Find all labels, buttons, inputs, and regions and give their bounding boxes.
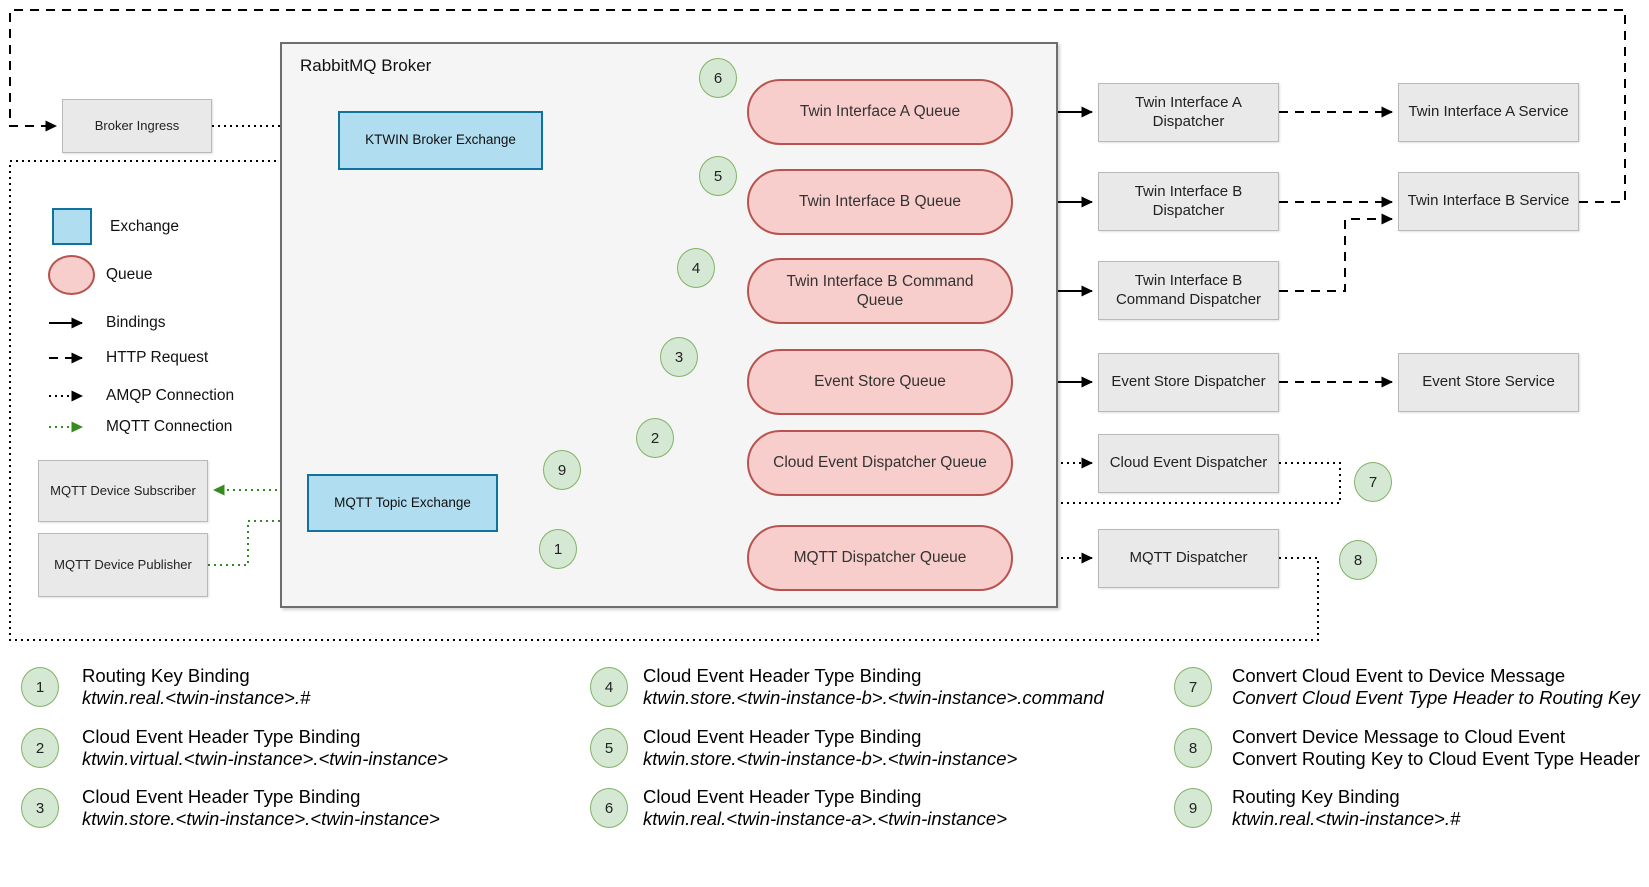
ktwin-broker-exchange-node: KTWIN Broker Exchange	[338, 111, 543, 170]
note-circle-3: 3	[21, 788, 59, 828]
queue-twin-interface-b-command: Twin Interface B Command Queue	[747, 258, 1013, 324]
mqtt-publisher-to-exchange	[208, 515, 302, 566]
note-8-title: Convert Device Message to Cloud Event	[1232, 726, 1566, 747]
queue-twin-interface-a: Twin Interface A Queue	[747, 79, 1013, 145]
dispatcher-cloud-event: Cloud Event Dispatcher	[1098, 434, 1279, 493]
legend-http-label: HTTP Request	[106, 349, 209, 366]
badge-6: 6	[699, 58, 737, 98]
note-1: Routing Key Binding ktwin.real.<twin-ins…	[82, 665, 310, 708]
legend-amqp-label: AMQP Connection	[106, 387, 235, 404]
note-9-title: Routing Key Binding	[1232, 786, 1400, 807]
dispatcher-event-store: Event Store Dispatcher	[1098, 353, 1279, 412]
http-b-command-dispatcher-to-service-b	[1279, 213, 1393, 292]
note-7: Convert Cloud Event to Device Message Co…	[1232, 665, 1640, 708]
note-circle-4: 4	[590, 667, 628, 707]
badge-7: 7	[1354, 462, 1392, 502]
badge-4: 4	[677, 248, 715, 288]
badge-9: 9	[543, 450, 581, 490]
broker-ingress-node: Broker Ingress	[62, 99, 212, 153]
note-circle-6: 6	[590, 788, 628, 828]
amqp-loop-mqtt-dispatcher-to-ktwin-exchange	[9, 155, 1319, 641]
legend-mqtt-label: MQTT Connection	[106, 418, 233, 435]
note-2-detail: ktwin.virtual.<twin-instance>.<twin-inst…	[82, 747, 449, 769]
note-6: Cloud Event Header Type Binding ktwin.re…	[643, 786, 1007, 829]
queue-twin-interface-b: Twin Interface B Queue	[747, 169, 1013, 235]
mqtt-device-subscriber-node: MQTT Device Subscriber	[38, 460, 208, 522]
note-circle-1: 1	[21, 667, 59, 707]
legend-exchange-label: Exchange	[110, 218, 179, 235]
badge-1: 1	[539, 529, 577, 569]
note-8-detail: Convert Routing Key to Cloud Event Type …	[1232, 747, 1640, 769]
service-twin-interface-a: Twin Interface A Service	[1398, 83, 1579, 142]
note-2-title: Cloud Event Header Type Binding	[82, 726, 361, 747]
note-5-detail: ktwin.store.<twin-instance-b>.<twin-inst…	[643, 747, 1018, 769]
note-circle-5: 5	[590, 728, 628, 768]
note-2: Cloud Event Header Type Binding ktwin.vi…	[82, 726, 448, 769]
note-6-detail: ktwin.real.<twin-instance-a>.<twin-insta…	[643, 807, 1008, 829]
note-5: Cloud Event Header Type Binding ktwin.st…	[643, 726, 1017, 769]
amqp-cloud-event-dispatcher-to-mqtt-exchange	[503, 462, 1341, 509]
note-8: Convert Device Message to Cloud Event Co…	[1232, 726, 1640, 769]
broker-container-title: RabbitMQ Broker	[300, 56, 432, 75]
legend-exchange-swatch	[52, 208, 92, 245]
dispatcher-twin-interface-b-command: Twin Interface B Command Dispatcher	[1098, 261, 1279, 320]
legend-queue-swatch	[48, 255, 95, 295]
dispatcher-twin-interface-b: Twin Interface B Dispatcher	[1098, 172, 1279, 231]
badge-5: 5	[699, 156, 737, 196]
note-9-detail: ktwin.real.<twin-instance>.#	[1232, 807, 1461, 829]
badge-2: 2	[636, 418, 674, 458]
note-4-title: Cloud Event Header Type Binding	[643, 665, 922, 686]
note-3: Cloud Event Header Type Binding ktwin.st…	[82, 786, 440, 829]
note-3-title: Cloud Event Header Type Binding	[82, 786, 361, 807]
note-9: Routing Key Binding ktwin.real.<twin-ins…	[1232, 786, 1460, 829]
note-1-detail: ktwin.real.<twin-instance>.#	[82, 686, 311, 708]
dispatcher-twin-interface-a: Twin Interface A Dispatcher	[1098, 83, 1279, 142]
note-4-detail: ktwin.store.<twin-instance-b>.<twin-inst…	[643, 686, 1104, 708]
mqtt-device-publisher-node: MQTT Device Publisher	[38, 533, 208, 597]
mqtt-topic-exchange-node: MQTT Topic Exchange	[307, 474, 498, 532]
queue-mqtt-dispatcher: MQTT Dispatcher Queue	[747, 525, 1013, 591]
legend-queue-label: Queue	[106, 266, 153, 283]
note-circle-7: 7	[1174, 667, 1212, 707]
note-circle-2: 2	[21, 728, 59, 768]
note-4: Cloud Event Header Type Binding ktwin.st…	[643, 665, 1104, 708]
note-circle-8: 8	[1174, 728, 1212, 768]
dispatcher-mqtt: MQTT Dispatcher	[1098, 529, 1279, 588]
badge-3: 3	[660, 337, 698, 377]
queue-cloud-event-dispatcher: Cloud Event Dispatcher Queue	[747, 430, 1013, 496]
badge-8: 8	[1339, 540, 1377, 580]
service-twin-interface-b: Twin Interface B Service	[1398, 172, 1579, 231]
note-circle-9: 9	[1174, 788, 1212, 828]
note-7-detail: Convert Cloud Event Type Header to Routi…	[1232, 686, 1640, 708]
service-event-store: Event Store Service	[1398, 353, 1579, 412]
note-1-title: Routing Key Binding	[82, 665, 250, 686]
queue-event-store: Event Store Queue	[747, 349, 1013, 415]
http-loop-service-b-to-broker-ingress	[9, 9, 1626, 203]
legend-bindings-label: Bindings	[106, 314, 166, 331]
note-3-detail: ktwin.store.<twin-instance>.<twin-instan…	[82, 807, 440, 829]
note-6-title: Cloud Event Header Type Binding	[643, 786, 922, 807]
note-5-title: Cloud Event Header Type Binding	[643, 726, 922, 747]
note-7-title: Convert Cloud Event to Device Message	[1232, 665, 1566, 686]
